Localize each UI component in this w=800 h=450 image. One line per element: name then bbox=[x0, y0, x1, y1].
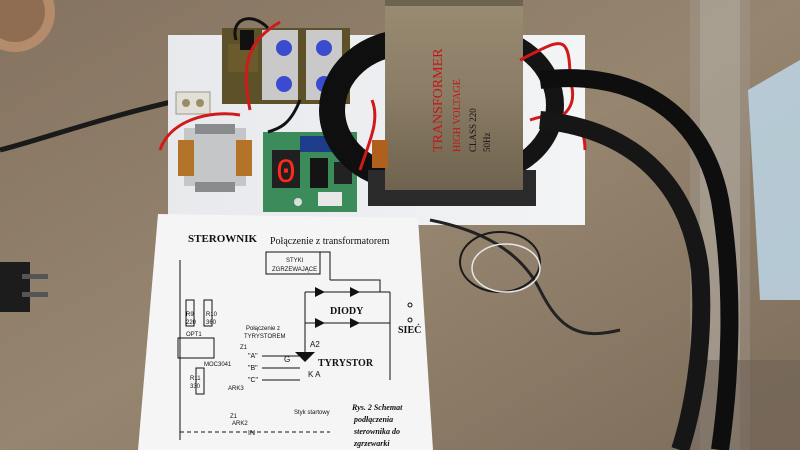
svg-text:220: 220 bbox=[186, 320, 197, 326]
svg-text:Z1: Z1 bbox=[230, 414, 238, 420]
svg-text:G: G bbox=[284, 355, 290, 364]
svg-text:SIEĆ: SIEĆ bbox=[398, 324, 421, 336]
svg-text:TYRYSTOREM: TYRYSTOREM bbox=[244, 334, 285, 340]
trigger-cable bbox=[429, 218, 621, 336]
svg-text:IN: IN bbox=[248, 430, 255, 437]
svg-text:ZGRZEWAJĄCE: ZGRZEWAJĄCE bbox=[272, 267, 317, 273]
svg-text:Połączenie z: Połączenie z bbox=[246, 326, 280, 332]
svg-text:HIGH VOLTAGE: HIGH VOLTAGE bbox=[452, 79, 463, 152]
plastic-bag bbox=[748, 60, 800, 300]
svg-text:"A": "A" bbox=[248, 353, 258, 360]
svg-text:R9: R9 bbox=[186, 312, 194, 318]
svg-text:ARK2: ARK2 bbox=[232, 421, 248, 427]
svg-text:Rys. 2 Schemat: Rys. 2 Schemat bbox=[351, 403, 403, 412]
svg-text:TRANSFORMER: TRANSFORMER bbox=[431, 48, 446, 152]
schematic-title-left: STEROWNIK bbox=[188, 233, 258, 245]
dip-switch bbox=[318, 192, 342, 206]
mains-cable bbox=[0, 97, 181, 153]
right-floor bbox=[690, 360, 800, 450]
svg-text:ARK3: ARK3 bbox=[228, 386, 244, 392]
wiring-diagram-paper bbox=[138, 214, 433, 450]
power-plug bbox=[0, 262, 30, 312]
transformer-label: TRANSFORMER HIGH VOLTAGE CLASS 220 50Hz bbox=[431, 48, 492, 152]
svg-text:360: 360 bbox=[206, 320, 217, 326]
svg-text:K A: K A bbox=[308, 370, 321, 379]
small-transformer bbox=[184, 128, 246, 186]
microcontroller-chip bbox=[310, 158, 328, 188]
svg-text:MOC3041: MOC3041 bbox=[204, 362, 232, 368]
svg-text:330: 330 bbox=[190, 384, 201, 390]
svg-text:sterownika do: sterownika do bbox=[353, 427, 400, 436]
svg-text:podłączenia: podłączenia bbox=[353, 415, 393, 424]
svg-text:"C": "C" bbox=[248, 377, 259, 384]
svg-text:R11: R11 bbox=[190, 376, 201, 382]
svg-text:STYKI: STYKI bbox=[286, 258, 304, 264]
display-digit: 0 bbox=[276, 155, 296, 193]
svg-text:OPT1: OPT1 bbox=[186, 332, 202, 338]
welding-cable-1 bbox=[538, 69, 739, 450]
schematic-drawing: STEROWNIK Połączenie z transformatorem S… bbox=[177, 233, 421, 448]
red-wire bbox=[244, 20, 281, 111]
seven-segment-display bbox=[272, 150, 300, 188]
welding-cable-2 bbox=[539, 111, 711, 450]
handwritten-note: A2 bbox=[310, 340, 320, 349]
svg-text:50Hz: 50Hz bbox=[482, 133, 492, 153]
svg-text:zgrzewarki: zgrzewarki bbox=[353, 439, 390, 448]
schematic-title-right: Połączenie z transformatorem bbox=[270, 236, 390, 247]
svg-text:TYRYSTOR: TYRYSTOR bbox=[318, 358, 374, 369]
svg-text:"B": "B" bbox=[248, 365, 258, 372]
svg-text:R10: R10 bbox=[206, 312, 218, 318]
terminal-block bbox=[175, 91, 211, 115]
svg-text:Styk startowy: Styk startowy bbox=[294, 410, 330, 416]
main-transformer-core bbox=[385, 0, 523, 190]
svg-text:DIODY: DIODY bbox=[330, 306, 364, 317]
svg-text:CLASS 220: CLASS 220 bbox=[468, 108, 478, 152]
svg-text:Z1: Z1 bbox=[240, 345, 248, 351]
